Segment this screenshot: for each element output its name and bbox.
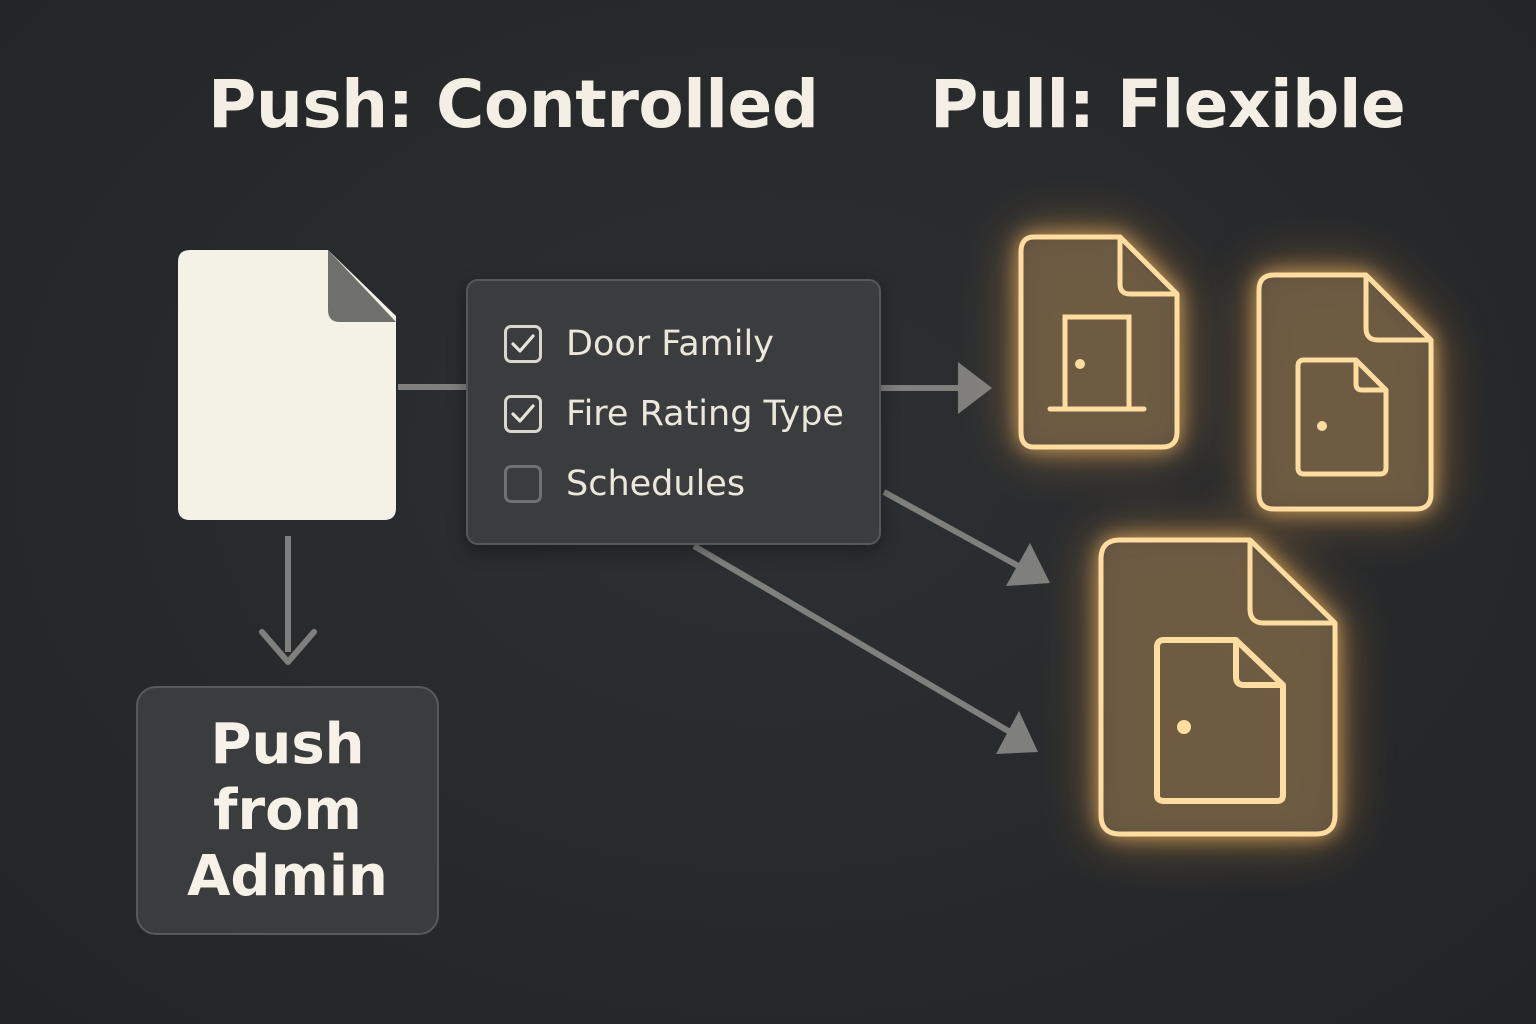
checkmark-icon	[511, 404, 535, 423]
push-title: Push: Controlled	[208, 66, 819, 143]
option-door-family[interactable]: Door Family	[504, 322, 774, 366]
push-from-admin-box[interactable]: Push from Admin	[136, 686, 439, 935]
door-family-checkbox[interactable]	[504, 325, 542, 363]
option-label: Schedules	[566, 464, 746, 504]
option-label: Door Family	[566, 324, 774, 364]
pull-title: Pull: Flexible	[930, 66, 1406, 143]
blank-document-icon	[178, 250, 396, 520]
door-document-icon	[1256, 272, 1434, 512]
door-document-glyph-icon	[1295, 357, 1389, 477]
option-schedules[interactable]: Schedules	[504, 462, 745, 506]
door-document-icon	[1098, 537, 1338, 837]
schedules-checkbox[interactable]	[504, 465, 542, 503]
door-icon	[1047, 314, 1147, 412]
door-document-icon	[1018, 234, 1180, 450]
panel-to-family-3-lower-arrow	[692, 543, 1038, 754]
option-label: Fire Rating Type	[566, 394, 844, 434]
panel-to-family-3-upper-arrow	[882, 489, 1050, 586]
push-from-admin-label: Push from Admin	[187, 711, 388, 909]
options-panel: Door Family Fire Rating Type Schedules	[466, 279, 881, 545]
fire-rating-type-checkbox[interactable]	[504, 395, 542, 433]
source-to-push-box-arrow	[259, 536, 317, 665]
checkmark-icon	[511, 334, 535, 353]
option-fire-rating-type[interactable]: Fire Rating Type	[504, 392, 844, 436]
panel-to-family-1-arrow	[881, 362, 992, 414]
door-document-glyph-icon	[1154, 637, 1286, 804]
